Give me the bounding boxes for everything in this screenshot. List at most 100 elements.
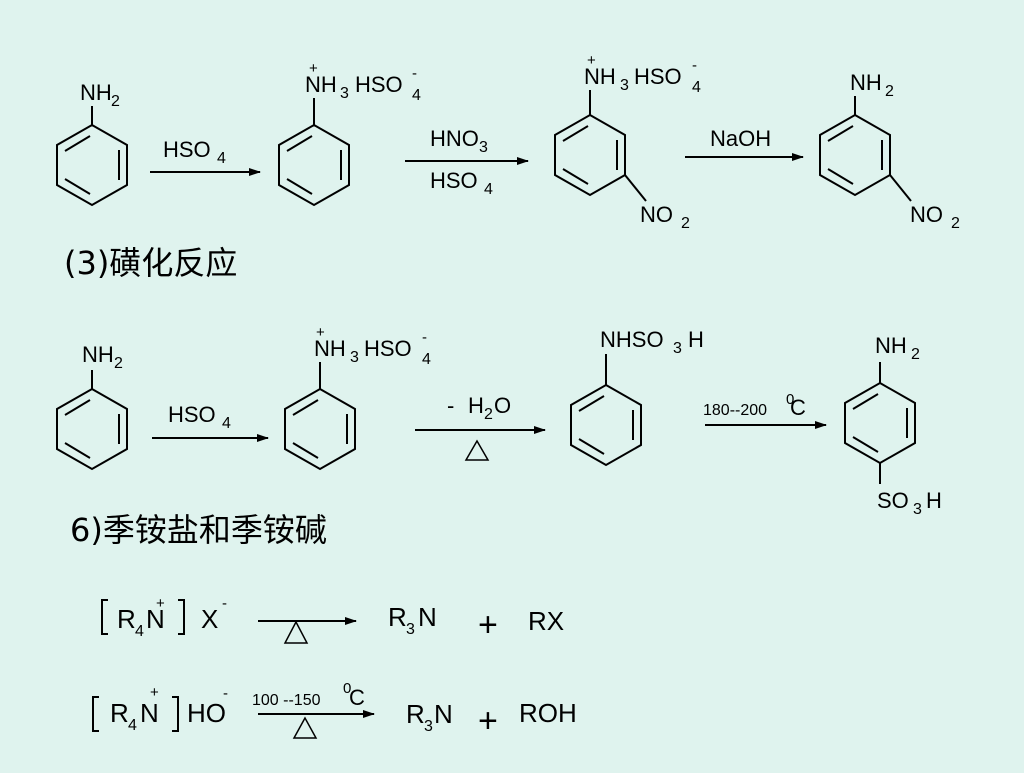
sulfo-tail: H [926,488,942,513]
intermediate-sub: 3 [673,340,682,357]
arrow2-top-tail: O [494,393,511,418]
salt-sub-b: 4 [422,351,431,368]
intermediate-tail: H [688,327,704,352]
anion-label: X [201,604,218,634]
salt-label-a: NH [305,72,337,97]
salt-sub-b: 4 [692,79,701,96]
sulfo-sub: 3 [913,501,922,518]
salt-sub-a: 3 [350,349,359,366]
aniline-structure: NH 2 [56,80,128,206]
anion-charge: - [692,57,697,74]
plus-sign: + [478,606,498,644]
scheme-quaternary-base: R 4 + N HO - 100 --150 0 C R 3 N + ROH [92,680,577,740]
product1-r: R [388,602,407,632]
nitro-label: NO [640,202,673,227]
salt-label-b: HSO [364,336,412,361]
anion-charge: - [412,65,417,82]
product1-n: N [418,602,437,632]
arrow1-sub: 4 [222,415,231,432]
r-sub: 4 [135,623,144,640]
product2: RX [528,606,564,636]
cation-charge: + [309,60,318,77]
arrow2-top: H [468,393,484,418]
product-label: NH [850,70,882,95]
n-charge: + [156,595,165,612]
arrow-temp: 100 --150 [252,692,321,709]
salt-label-a: NH [314,336,346,361]
right-bracket [178,599,185,635]
arrow-2: - H 2 O [415,393,546,461]
arrow-1: HSO 4 [152,402,269,442]
aniline-label: NH [80,80,112,105]
n-charge: + [150,684,159,701]
arrow2-bottom-sub: 4 [484,181,493,198]
sulfanilic-acid-structure: NH 2 SO 3 H [844,333,942,518]
benzene-ring [56,388,128,470]
product1-sub: 3 [406,621,415,638]
arrow3-degree: 0 [786,391,794,408]
benzene-ring [284,388,356,470]
arrow-degree: 0 [343,680,351,697]
aniline-label: NH [82,342,114,367]
heading-quaternary: 6)季铵盐和季铵碱 [70,511,327,549]
arrow-unit: C [349,685,365,710]
product1-n: N [434,699,453,729]
benzene-ring [554,114,626,196]
salt-sub-a: 3 [340,85,349,102]
anion-charge: - [422,329,427,346]
anion-charge: - [222,595,227,612]
benzene-ring [819,114,891,196]
anilinium-salt-structure: + NH 3 HSO - 4 [284,324,431,470]
cation-charge: + [316,324,325,341]
left-bracket [101,599,108,635]
product2: ROH [519,698,577,728]
n-label: N [140,698,159,728]
arrow-3: NaOH [685,126,804,161]
plus-sign: + [478,702,498,740]
product-label: NH [875,333,907,358]
benzene-ring [56,124,128,206]
sulfo-label: SO [877,488,909,513]
salt-label-b: HSO [634,64,682,89]
arrow2-top-sub: 3 [479,139,488,156]
salt-sub-b: 4 [412,87,421,104]
arrow3-temp: 180--200 [703,402,767,419]
aniline-structure: NH 2 [56,342,128,470]
salt-label-b: HSO [355,72,403,97]
nitro-label: NO [910,202,943,227]
heading-sulfonation: (3)磺化反应 [64,244,237,282]
arrow-1: HSO 4 [150,137,261,176]
nitro-salt-structure: + NH 3 HSO - 4 NO 2 [554,52,701,232]
r-label: R [117,604,136,634]
anion-charge: - [223,685,228,702]
scheme-sulfonation: NH 2 HSO 4 + NH 3 HSO - 4 - H 2 O [56,324,942,518]
arrow1-sub: 4 [217,150,226,167]
benzene-ring [278,124,350,206]
salt-label-a: NH [584,64,616,89]
arrow2-top-sub: 2 [484,406,493,423]
n-label: N [146,604,165,634]
product-sub: 2 [885,83,894,100]
arrow1-reagent: HSO [163,137,211,162]
left-bracket [92,696,99,732]
scheme-quaternary-salt: R 4 + N X - R 3 N + RX [101,595,564,644]
aniline-sub: 2 [114,355,123,372]
nitro-sub: 2 [951,215,960,232]
heat-triangle-icon [464,439,490,461]
arrow-2: HNO 3 HSO 4 [405,126,529,198]
anilinium-salt-structure: + NH 3 HSO - 4 [278,60,421,206]
arrow3-unit: C [790,395,806,420]
salt-sub-a: 3 [620,77,629,94]
nitro-sub: 2 [681,215,690,232]
m-nitroaniline-structure: NH 2 NO 2 [819,70,960,232]
anion-label: HO [187,698,226,728]
aniline-sub: 2 [111,93,120,110]
heat-triangle-icon [283,620,309,644]
arrow-3: 180--200 0 C [703,391,827,429]
heat-triangle-icon [292,716,318,739]
r-sub: 4 [128,717,137,734]
arrow1-reagent: HSO [168,402,216,427]
benzene-ring [844,382,916,464]
arrow2-bottom: HSO [430,168,478,193]
